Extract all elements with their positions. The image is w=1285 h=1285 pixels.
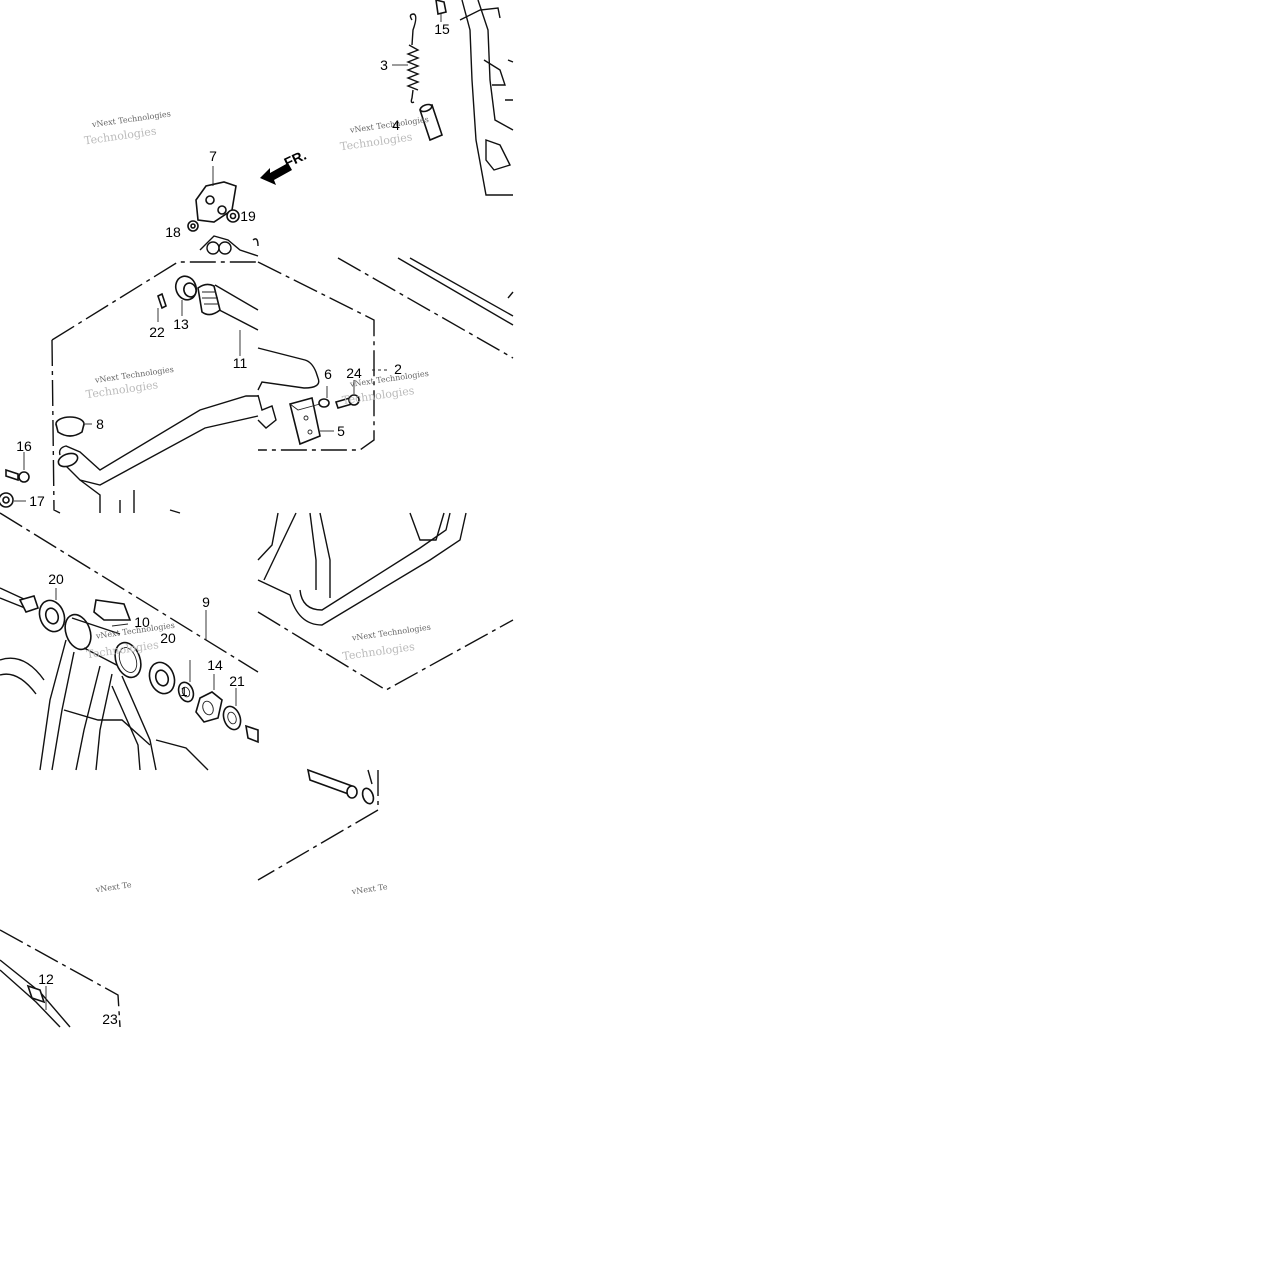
callout-19: 19 — [240, 208, 256, 224]
spring-hook-fragment — [257, 347, 320, 429]
stand-box-left-outline — [0, 512, 379, 881]
callout-labels: 1 2 3 4 5 6 7 8 9 10 11 12 13 14 15 16 1… — [16, 21, 450, 1027]
nut-part-6 — [318, 386, 330, 408]
bracket-part-7 — [195, 166, 237, 223]
callout-24: 24 — [346, 365, 362, 381]
main-stand-box-outline — [51, 261, 375, 514]
watermark-text: vNext Technologies — [348, 115, 429, 135]
cap-part-8 — [55, 416, 92, 437]
callout-11: 11 — [233, 355, 248, 371]
front-direction-label: FR. — [282, 147, 309, 171]
side-stand-group — [459, 0, 514, 196]
callout-2: 2 — [394, 361, 402, 377]
callout-8: 8 — [96, 416, 104, 432]
shaft-part-11 — [197, 283, 259, 356]
pivot-bolt-part-15 — [435, 0, 447, 22]
callout-9: 9 — [202, 594, 210, 610]
washer-part-19 — [226, 209, 240, 223]
washer-part-21 — [222, 688, 242, 731]
bracket-mount-fragment — [199, 235, 259, 257]
front-direction-arrow: FR. — [260, 147, 309, 185]
frame-tube-lines — [337, 257, 514, 359]
main-stand-pipe — [57, 395, 259, 514]
stand-frame-part-9 — [0, 610, 209, 771]
pin-part-22 — [157, 292, 167, 322]
bottom-box-outline — [0, 929, 121, 1028]
seal-part-1 — [177, 660, 195, 703]
bolt-part-16 — [5, 452, 30, 483]
callout-5: 5 — [337, 423, 345, 439]
callout-14: 14 — [207, 657, 223, 673]
callout-7: 7 — [209, 148, 217, 164]
bearing-part-20-left — [38, 588, 66, 633]
callout-17: 17 — [29, 493, 45, 509]
watermark-text-partial: vNext Te — [350, 882, 388, 896]
pipe-collar-part-10 — [93, 599, 132, 627]
bolt-part-24 — [334, 369, 390, 409]
callout-21: 21 — [229, 673, 245, 689]
callout-20-left: 20 — [48, 571, 64, 587]
callout-18: 18 — [165, 224, 181, 240]
collar-part-4 — [419, 103, 443, 142]
callout-6: 6 — [324, 366, 332, 382]
stand-leg-lower — [257, 512, 467, 626]
pin-lower-fragment — [306, 768, 375, 805]
callout-12: 12 — [38, 971, 54, 987]
watermark-text-partial: vNext Te — [94, 880, 132, 894]
callout-10: 10 — [134, 614, 150, 630]
stand-box-lower-outline — [257, 611, 514, 691]
collar-part-13 — [174, 275, 198, 316]
nut-part-18 — [187, 220, 199, 232]
watermark-text: vNext Technologies — [350, 623, 431, 643]
pin-part-23-head — [244, 724, 259, 744]
nut-part-17 — [0, 492, 26, 508]
watermark-text: vNext Technologies — [90, 109, 171, 129]
callout-4: 4 — [392, 117, 400, 133]
callout-22: 22 — [149, 324, 165, 340]
collar-part-14 — [195, 674, 223, 723]
stopper-part-5 — [289, 397, 334, 446]
callout-13: 13 — [173, 316, 189, 332]
callout-20-right: 20 — [160, 630, 176, 646]
watermark-shadow-text: Technologies — [342, 640, 416, 663]
callout-23: 23 — [102, 1011, 118, 1027]
spring-part-3 — [392, 13, 420, 104]
callout-15: 15 — [434, 21, 450, 37]
callout-3: 3 — [380, 57, 388, 73]
callout-16: 16 — [16, 438, 32, 454]
callout-1: 1 — [180, 684, 187, 699]
rod-part-12 — [0, 959, 71, 1028]
pivot-shaft-left — [0, 587, 40, 613]
bearing-part-20-right — [148, 661, 176, 695]
